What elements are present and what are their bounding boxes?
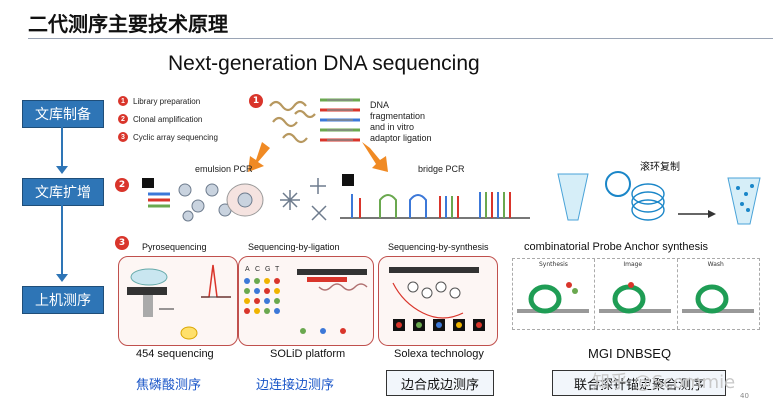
rolling-circle-illustration	[557, 171, 761, 225]
mgi-panel-synthesis: Synthesis	[513, 259, 596, 329]
arrow-down-icon	[56, 166, 68, 174]
stage-connector	[61, 127, 63, 167]
step-number-badge: 2	[118, 114, 128, 124]
stage-library-prep: 文库制备	[22, 100, 104, 128]
step-item: 1 Library preparation	[118, 96, 200, 106]
arrow-down-right-icon	[362, 142, 388, 172]
platform-label-454: 454 sequencing	[136, 348, 214, 360]
pyrosequencing-diagram	[127, 264, 231, 340]
slide-title: 二代测序主要技术原理	[28, 12, 228, 36]
stage-sequencing: 上机测序	[22, 286, 104, 314]
title-divider	[28, 38, 773, 39]
method-label-ligation: Sequencing-by-ligation	[248, 242, 340, 252]
mgi-synthesis-diagram	[517, 282, 589, 314]
stage-connector	[61, 205, 63, 275]
method-label-synthesis: Sequencing-by-synthesis	[388, 242, 489, 252]
svg-text:G: G	[265, 266, 270, 273]
step-badge-3: 3	[115, 236, 129, 250]
step-item: 3 Cyclic array sequencing	[118, 132, 218, 142]
platform-label-mgi: MGI DNBSEQ	[588, 346, 672, 361]
platform-label-solid: SOLiD platform	[270, 348, 346, 360]
synthesis-diagram	[389, 267, 485, 331]
svg-text:A: A	[245, 266, 250, 273]
watermark: 知乎 @Scommie	[592, 372, 736, 393]
emulsion-pcr-illustration	[142, 178, 327, 222]
cn-method-pyro: 焦磷酸测序	[136, 378, 202, 393]
mgi-wash-diagram	[681, 284, 754, 314]
cpas-label: combinatorial Probe Anchor synthesis	[524, 241, 709, 253]
arrow-down-left-icon	[248, 142, 270, 172]
mgi-panel-wash: Wash	[678, 259, 759, 329]
step-number-badge: 1	[118, 96, 128, 106]
step-item: 2 Clonal amplification	[118, 114, 202, 124]
emulsion-pcr-label: emulsion PCR	[195, 164, 253, 174]
bridge-pcr-label: bridge PCR	[418, 164, 465, 174]
step-label: Cyclic array sequencing	[133, 132, 218, 142]
cn-method-ligation: 边连接边测序	[256, 378, 335, 393]
mgi-steps-strip: Synthesis Image Wash	[512, 258, 760, 330]
svg-text:T: T	[275, 266, 280, 273]
step-badge-2: 2	[115, 178, 129, 192]
svg-text:C: C	[255, 266, 260, 273]
arrow-down-icon	[56, 274, 68, 282]
pyrosequencing-panel	[118, 256, 238, 346]
method-label-pyrosequencing: Pyrosequencing	[142, 242, 207, 252]
platform-label-solexa: Solexa technology	[394, 348, 484, 360]
mgi-panel-image: Image	[595, 259, 678, 329]
rolling-circle-label: 滚环复制	[640, 162, 680, 173]
dna-fragments-illustration	[269, 98, 360, 144]
bridge-pcr-illustration	[340, 174, 530, 219]
mgi-image-diagram	[599, 282, 672, 314]
library-prep-caption: DNA fragmentation and in vitro adaptor l…	[370, 100, 432, 143]
cn-method-cpas: 联合探针锚定聚合测序	[552, 370, 726, 396]
cn-method-synthesis: 边合成边测序	[386, 370, 494, 396]
step-label: Library preparation	[133, 96, 201, 106]
page-number: 40	[740, 392, 749, 400]
figure-heading: Next-generation DNA sequencing	[168, 52, 480, 75]
step-number-badge: 3	[118, 132, 128, 142]
stage-library-amplification: 文库扩增	[22, 178, 104, 206]
step-label: Clonal amplification	[133, 114, 203, 124]
step-badge-1: 1	[249, 94, 263, 108]
synthesis-panel	[378, 256, 498, 346]
flow-arrows	[248, 142, 388, 172]
